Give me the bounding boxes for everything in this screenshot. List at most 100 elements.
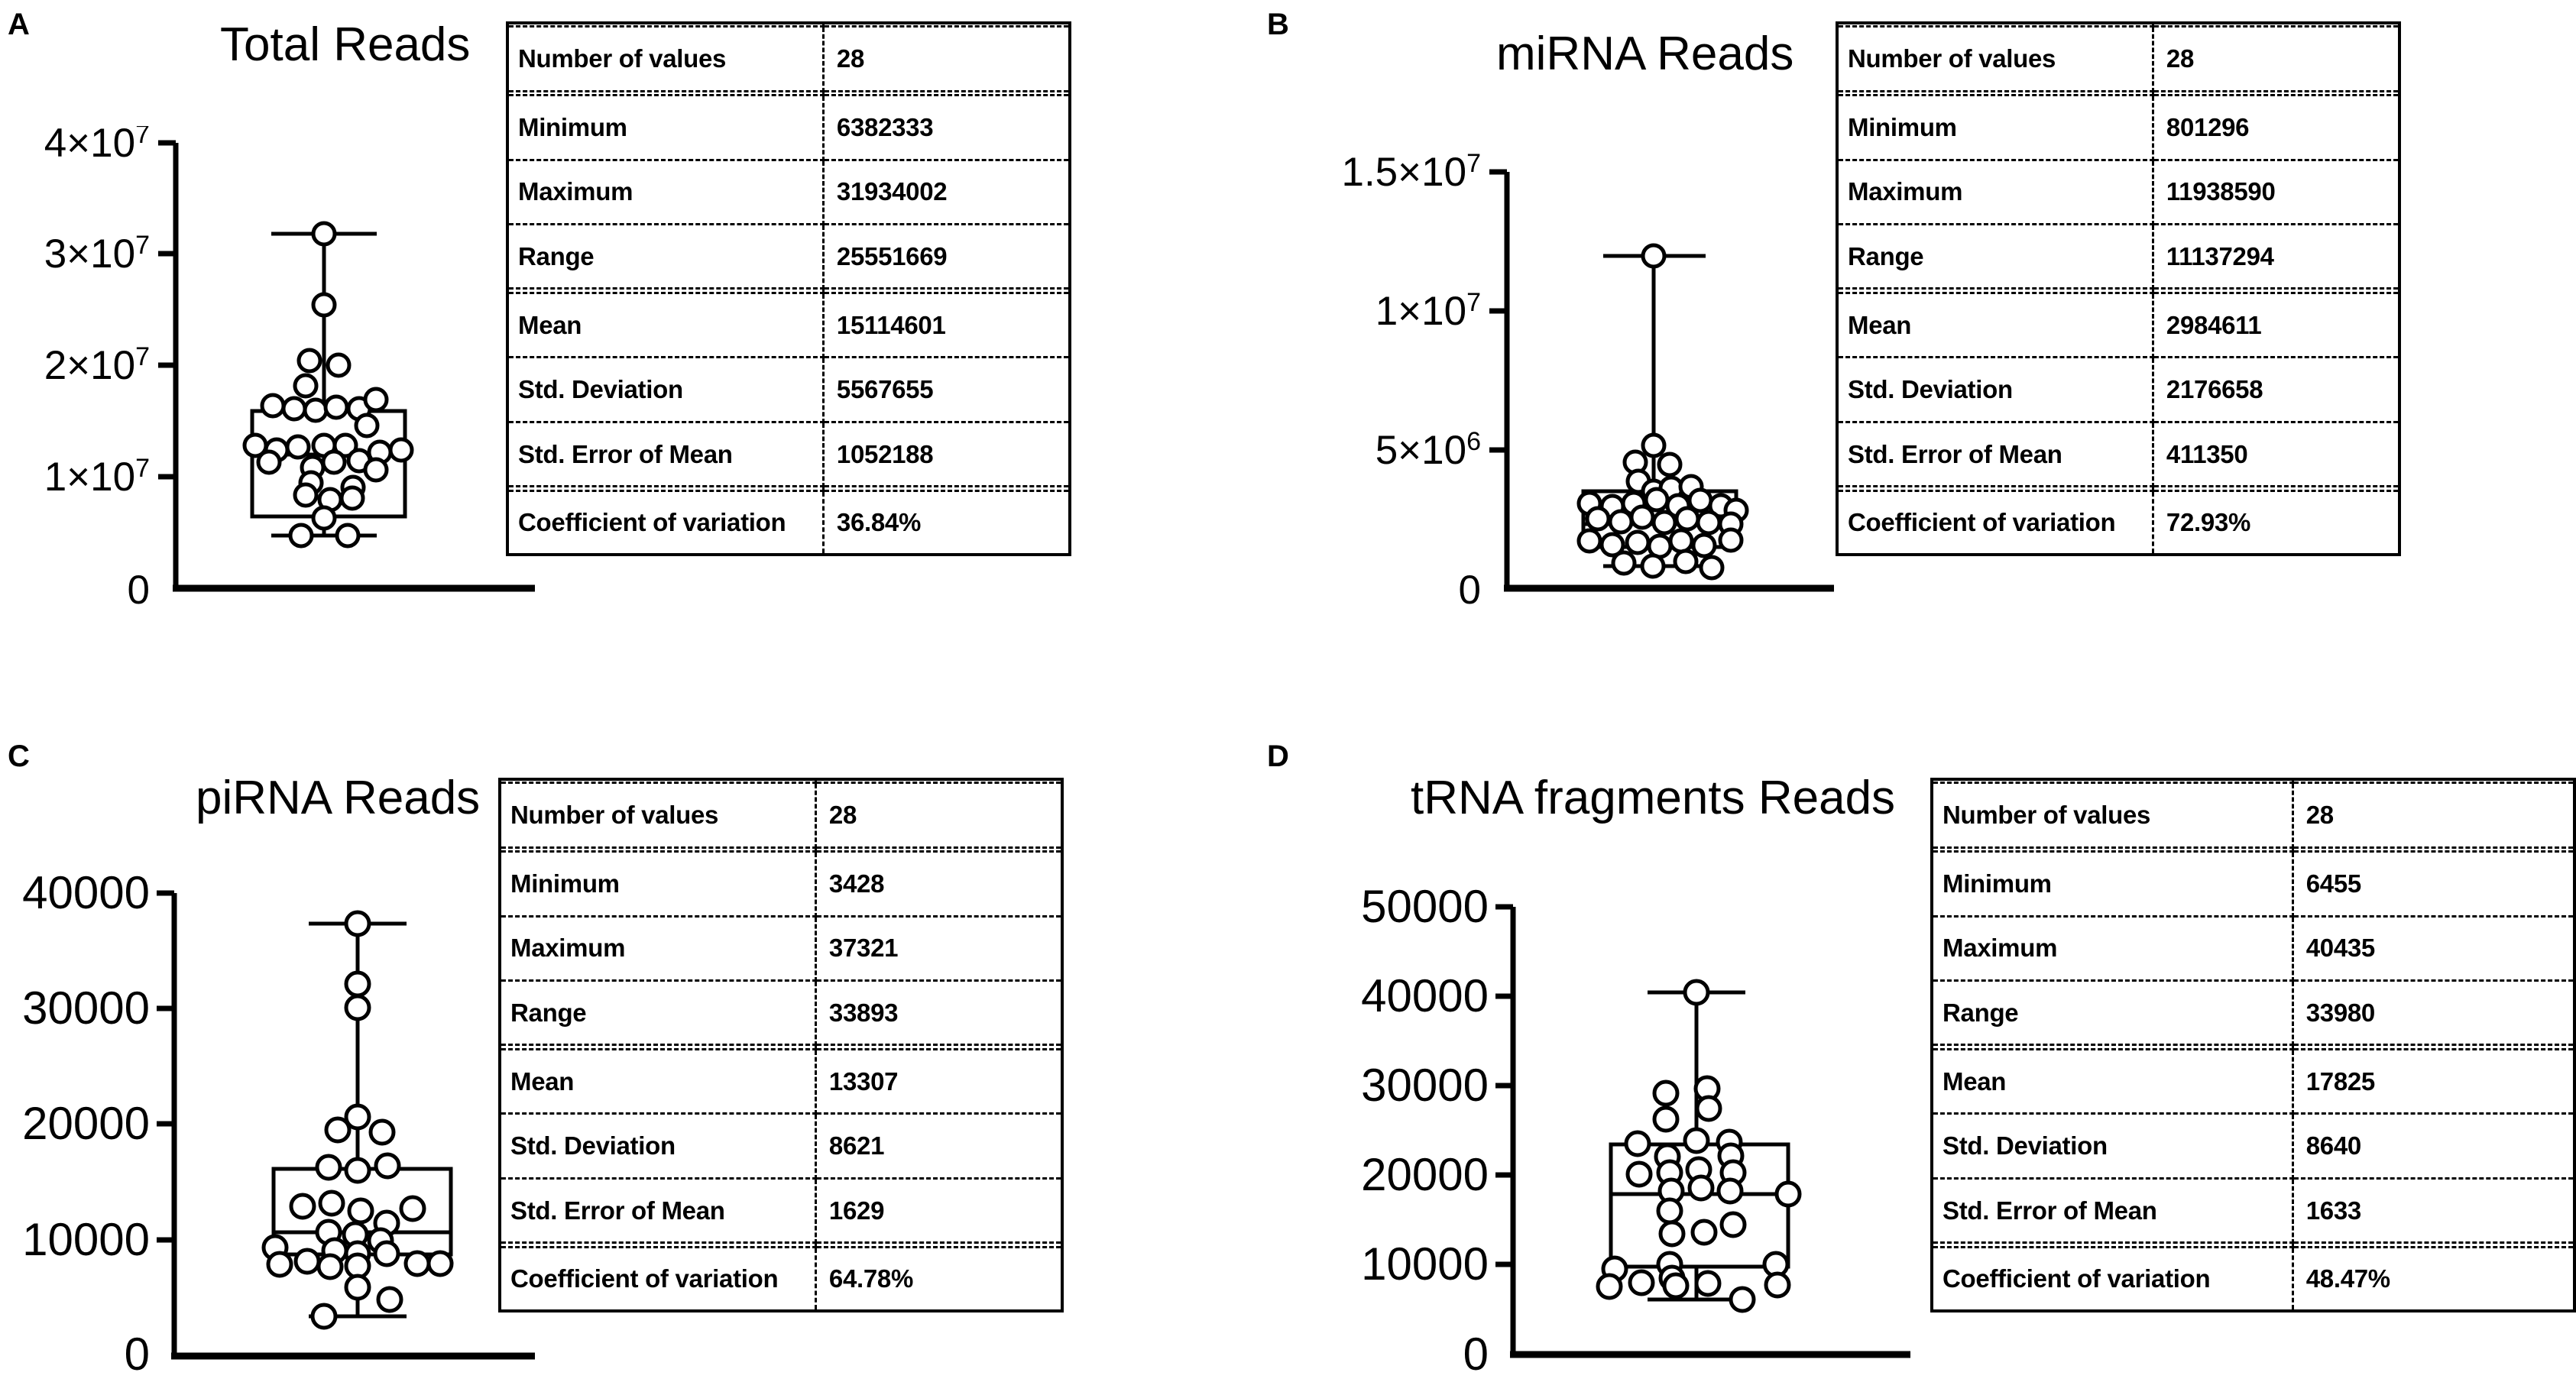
stat-label-range: Range bbox=[501, 980, 817, 1047]
stat-label-number-of-values: Number of values bbox=[509, 26, 825, 92]
svg-text:40000: 40000 bbox=[1361, 970, 1489, 1021]
svg-text:4×107: 4×107 bbox=[44, 126, 150, 166]
table-row bbox=[1933, 1242, 2573, 1248]
stat-value-std-deviation: 8621 bbox=[815, 1113, 1061, 1180]
table-row bbox=[501, 1044, 1061, 1050]
stat-value-range: 11137294 bbox=[2153, 224, 2398, 290]
box-plot-svg-c: 40000 30000 20000 10000 0 bbox=[22, 875, 535, 1379]
stat-label-std-error-of-mean: Std. Error of Mean bbox=[1933, 1178, 2294, 1244]
stat-label-minimum: Minimum bbox=[1839, 95, 2154, 161]
table-row bbox=[1839, 288, 2398, 294]
stat-value-mean: 13307 bbox=[815, 1049, 1061, 1115]
panel-a: A Total Reads 4×107 3×107 2×107 1×107 0 bbox=[0, 0, 1223, 672]
chart-title-c: piRNA Reads bbox=[196, 772, 481, 824]
stat-label-range: Range bbox=[1933, 980, 2294, 1047]
table-row bbox=[509, 91, 1068, 97]
svg-text:40000: 40000 bbox=[22, 875, 150, 918]
stat-value-mean: 2984611 bbox=[2153, 293, 2398, 359]
stat-value-coefficient-of-variation: 64.78% bbox=[828, 1264, 914, 1293]
table-row bbox=[509, 24, 1068, 28]
box-plot-svg-d: 50000 40000 30000 20000 10000 0 bbox=[1361, 881, 1910, 1379]
table-row bbox=[1933, 1044, 2573, 1050]
stat-label-range: Range bbox=[1839, 224, 2154, 290]
stat-label-mean: Mean bbox=[1839, 293, 2154, 359]
stat-value-std-deviation: 5567655 bbox=[823, 357, 1068, 423]
stat-value-minimum: 6382333 bbox=[823, 95, 1068, 161]
stat-label-std-deviation: Std. Deviation bbox=[1839, 357, 2154, 423]
stat-label-std-deviation: Std. Deviation bbox=[509, 357, 825, 423]
stat-value-number-of-values: 28 bbox=[2153, 26, 2398, 92]
stat-label-mean: Mean bbox=[501, 1049, 817, 1115]
svg-text:0: 0 bbox=[128, 568, 150, 613]
stat-value-maximum: 31934002 bbox=[823, 160, 1068, 226]
svg-text:1.5×107: 1.5×107 bbox=[1341, 149, 1481, 195]
stat-label-mean: Mean bbox=[509, 293, 825, 359]
stat-value-number-of-values: 28 bbox=[823, 26, 1068, 92]
table-row bbox=[1839, 24, 2398, 28]
table-row bbox=[501, 781, 1061, 785]
stat-label-coefficient-of-variation: Coefficient of variation bbox=[1933, 1247, 2294, 1309]
stat-value-std-deviation: 2176658 bbox=[2153, 357, 2398, 423]
stat-value-maximum: 11938590 bbox=[2153, 160, 2398, 226]
stat-label-minimum: Minimum bbox=[509, 95, 825, 161]
table-row bbox=[501, 1242, 1061, 1248]
stat-value-std-error-of-mean: 1629 bbox=[815, 1178, 1061, 1244]
box-plot-svg-b: 1.5×107 1×107 5×106 0 bbox=[1341, 149, 1834, 613]
stat-value-range: 33893 bbox=[815, 980, 1061, 1047]
chart-title-b: miRNA Reads bbox=[1496, 28, 1794, 80]
stat-value-maximum: 37321 bbox=[815, 916, 1061, 982]
chart-title-a: Total Reads bbox=[220, 18, 471, 71]
svg-text:20000: 20000 bbox=[22, 1098, 150, 1149]
stat-label-maximum: Maximum bbox=[1933, 916, 2294, 982]
svg-text:50000: 50000 bbox=[1361, 881, 1489, 932]
svg-text:10000: 10000 bbox=[22, 1214, 150, 1265]
plot-a: 4×107 3×107 2×107 1×107 0 bbox=[0, 126, 535, 615]
svg-text:3×107: 3×107 bbox=[44, 231, 150, 277]
panel-letter-b: B bbox=[1267, 8, 1290, 41]
table-row bbox=[1933, 781, 2573, 785]
stat-label-std-error-of-mean: Std. Error of Mean bbox=[501, 1178, 817, 1244]
panel-letter-c: C bbox=[8, 740, 31, 773]
stat-label-range: Range bbox=[509, 224, 825, 290]
plot-b: 1.5×107 1×107 5×106 0 bbox=[1253, 126, 1834, 615]
stat-value-minimum: 3428 bbox=[815, 851, 1061, 918]
stat-label-minimum: Minimum bbox=[501, 851, 817, 918]
stat-label-coefficient-of-variation: Coefficient of variation bbox=[1839, 490, 2154, 553]
stat-label-maximum: Maximum bbox=[1839, 160, 2154, 226]
table-row bbox=[1839, 91, 2398, 97]
stat-label-coefficient-of-variation: Coefficient of variation bbox=[509, 490, 825, 553]
table-row bbox=[501, 847, 1061, 853]
stat-label-number-of-values: Number of values bbox=[1839, 26, 2154, 92]
table-row bbox=[509, 486, 1068, 492]
panel-c: C piRNA Reads 40000 30000 20000 10000 0 bbox=[0, 718, 1223, 1395]
stat-value-std-error-of-mean: 411350 bbox=[2153, 422, 2398, 488]
panel-d: D tRNA fragments Reads 50000 40000 30000… bbox=[1253, 718, 2576, 1395]
stat-value-maximum: 40435 bbox=[2292, 916, 2573, 982]
